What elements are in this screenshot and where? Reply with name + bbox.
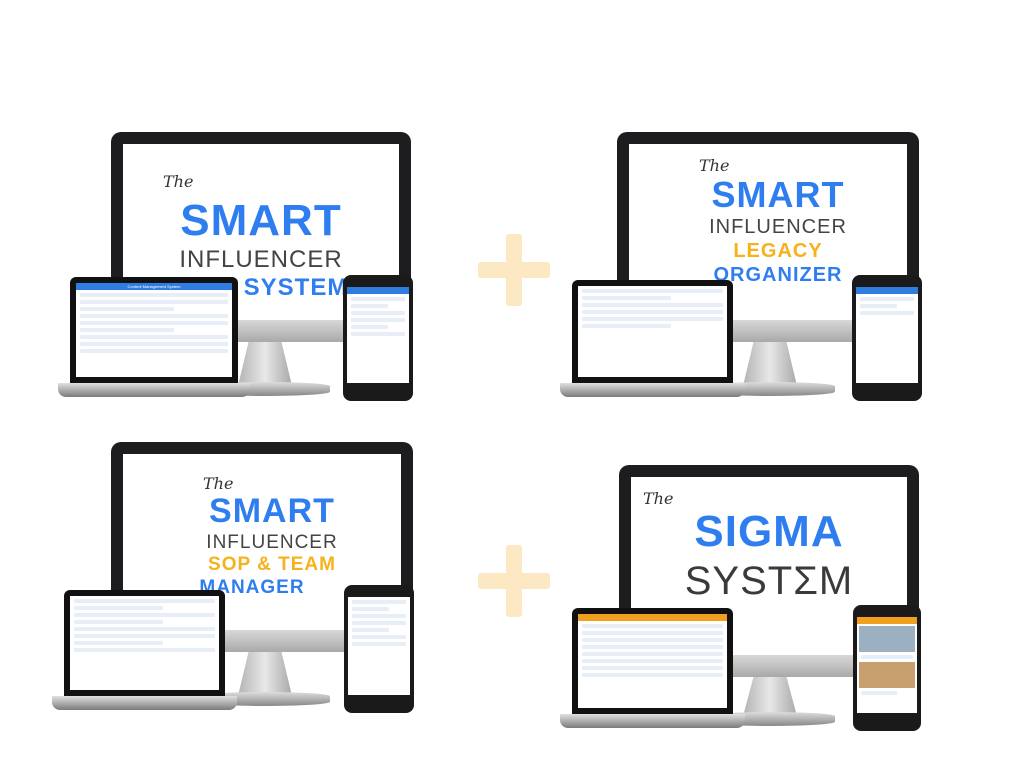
laptop-screen (70, 596, 219, 690)
logo-title: SIGMA (694, 507, 844, 556)
logo-title: SMART (180, 196, 342, 245)
phone (852, 275, 922, 401)
logo-line4: MANAGER (199, 577, 305, 598)
laptop: Content Management System (58, 277, 250, 397)
phone-screen (348, 597, 410, 695)
logo-subtitle: INFLUENCER (206, 532, 338, 553)
laptop-screen: Content Management System (76, 283, 232, 377)
logo-the: The (699, 156, 730, 175)
plus-icon (478, 234, 550, 306)
phone (344, 585, 414, 713)
laptop-screen (578, 286, 727, 377)
laptop (560, 608, 745, 728)
laptop-screen (578, 614, 727, 708)
logo-the: The (163, 172, 194, 191)
logo-line4: ORGANIZER (713, 264, 843, 286)
phone-screen (856, 287, 918, 383)
logo-the: The (203, 474, 234, 493)
logo-line3: SOP & TEAM (208, 554, 336, 575)
logo-line3: LEGACY (733, 240, 823, 262)
logo-subtitle: SYSTΣM (684, 559, 854, 603)
logo-title: SMART (711, 174, 845, 215)
laptop (560, 280, 745, 397)
phone (853, 605, 921, 731)
logo-title: SMART (209, 492, 335, 530)
logo-subtitle: INFLUENCER (179, 246, 343, 273)
app-title: Content Management System (76, 283, 232, 290)
logo-the: The (643, 489, 674, 508)
phone (343, 275, 413, 401)
phone-screen (347, 287, 409, 383)
laptop (52, 590, 237, 710)
logo-subtitle: INFLUENCER (709, 216, 847, 238)
phone-screen (857, 617, 917, 713)
logo-line3: SYSTEM (243, 274, 349, 301)
plus-icon (478, 545, 550, 617)
